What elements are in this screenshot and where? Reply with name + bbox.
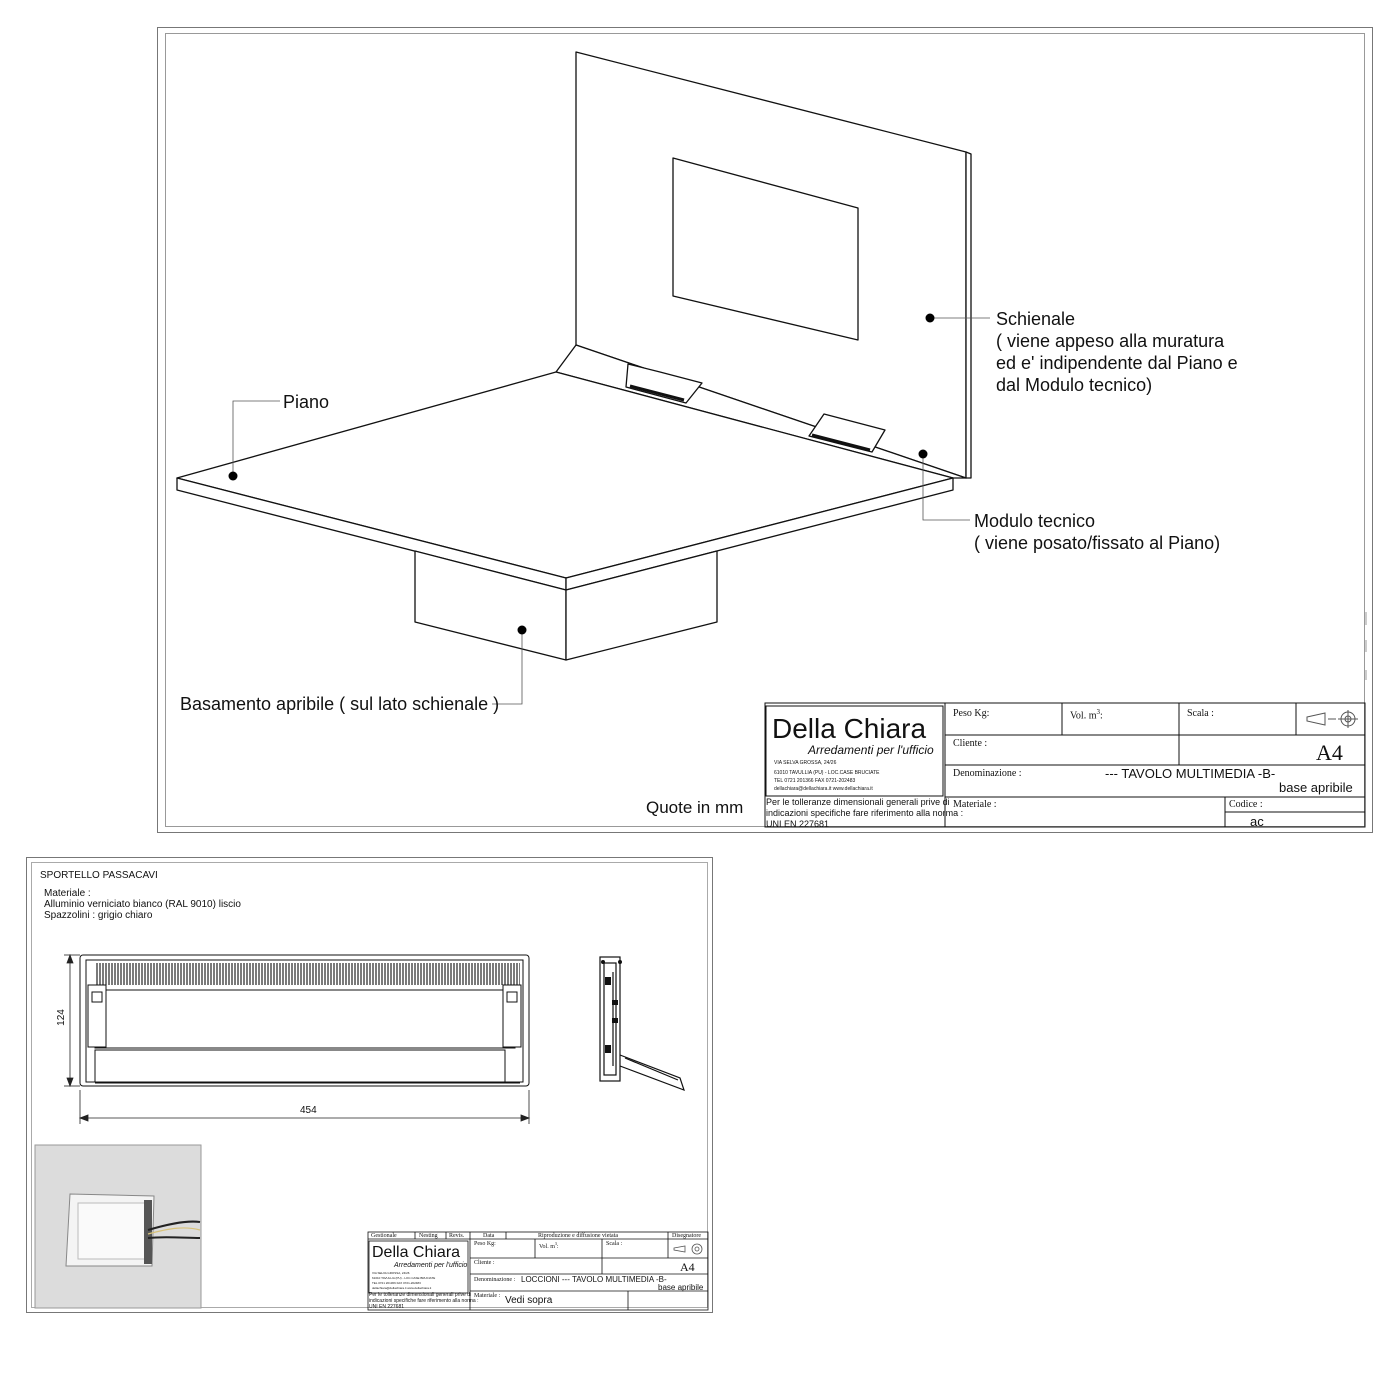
tb-header-nesting: Nesting	[419, 1233, 438, 1239]
cable-hatch-2	[808, 413, 886, 453]
address-line-1: VIA SELVA GROSSA, 24/26	[774, 760, 837, 766]
piano-edge-right	[565, 477, 954, 591]
callout-dot-icon	[228, 471, 238, 481]
projection-symbol-icon	[1306, 710, 1358, 728]
drawing-sheet-1	[157, 27, 1373, 833]
materiale-label: Materiale :	[953, 799, 997, 810]
tb-header-data: Data	[483, 1233, 495, 1239]
screen-cutout	[672, 157, 859, 341]
tb-header-revis: Revis.	[449, 1233, 465, 1239]
units-note: Quote in mm	[646, 798, 744, 817]
open-lid	[619, 1054, 685, 1092]
denominazione-value-small-1: LOCCIONI --- TAVOLO MULTIMEDIA -B-	[521, 1275, 667, 1284]
company-name-small: Della Chiara	[372, 1244, 461, 1261]
materiale-label-small: Materiale :	[474, 1293, 501, 1299]
denominazione-label-small: Denominazione :	[474, 1277, 516, 1283]
vol-label-small: Vol. m3:	[539, 1241, 559, 1250]
codice-label: Codice :	[1229, 799, 1263, 810]
dim-height-label: 124	[55, 1009, 67, 1026]
projection-symbol-icon	[673, 1243, 703, 1255]
sheet2-title: SPORTELLO PASSACAVI	[40, 870, 158, 881]
drawing-sheet-2	[26, 857, 713, 1313]
materiale-heading: Materiale :	[44, 888, 91, 899]
denominazione-value-1: --- TAVOLO MULTIMEDIA -B-	[1105, 766, 1276, 781]
address-line-2: 61010 TAVULLIA (PU) - LOC.CASE BRUCIATE	[774, 770, 880, 776]
tolerance-small-1: Per le tolleranze dimensionali generali …	[369, 1292, 471, 1298]
address-small-3: TEL 0721 201366 FAX 0721-202483	[372, 1281, 421, 1285]
tolerance-line-3: UNI EN 227681	[766, 819, 830, 829]
callout-dot-icon	[918, 449, 928, 459]
scala-label: Scala :	[1187, 708, 1214, 719]
callout-dot-icon	[517, 625, 527, 635]
basamento-side	[565, 550, 718, 661]
address-small-1: VIA SELVA GROSSA, 24/26	[372, 1271, 410, 1275]
materiale-line-2: Spazzolini : grigio chiaro	[44, 910, 153, 921]
tolerance-small-3: UNI EN 227681	[369, 1304, 405, 1310]
grommet-lid	[94, 989, 516, 1049]
company-tagline-small: Arredamenti per l'ufficio	[394, 1262, 468, 1269]
materiale-value-small: Vedi sopra	[505, 1295, 553, 1306]
company-tagline: Arredamenti per l'ufficio	[808, 743, 934, 757]
address-small-4: dellachiara@dellachiara.it www.dellachia…	[372, 1286, 432, 1290]
peso-label-small: Peso Kg:	[474, 1241, 496, 1247]
scala-label-small: Scala :	[606, 1241, 623, 1247]
codice-value: ac	[1250, 814, 1264, 829]
denominazione-value-2: base apribile	[1279, 780, 1353, 795]
cliente-label-small: Cliente :	[474, 1260, 495, 1266]
drawing-sheet-2-frame	[31, 862, 708, 1308]
callout-schienale-line3: dal Modulo tecnico)	[996, 375, 1153, 395]
grommet-frame	[79, 954, 530, 1087]
brush-strip	[95, 963, 520, 985]
callout-modulo-title: Modulo tecnico	[974, 511, 1096, 531]
tolerance-small-2: indicazioni specifiche fare riferimento …	[369, 1298, 479, 1304]
cliente-label: Cliente :	[953, 738, 988, 749]
callout-dot-icon	[925, 313, 935, 323]
company-name: Della Chiara	[772, 713, 927, 744]
callout-modulo-line1: ( viene posato/fissato al Piano)	[974, 533, 1221, 553]
cable-grommet-photo	[34, 1144, 202, 1309]
callout-piano: Piano	[283, 392, 330, 412]
denominazione-value-small-2: base apribile	[658, 1283, 704, 1292]
address-line-4: dellachiara@dellachiara.it www.dellachia…	[774, 786, 873, 792]
grommet-side-view	[599, 956, 621, 1082]
address-line-3: TEL 0721 201366 FAX 0721-202483	[774, 778, 856, 784]
cable-hatch-1	[625, 363, 703, 404]
callout-schienale-title: Schienale	[996, 309, 1076, 329]
denominazione-label: Denominazione :	[953, 768, 1022, 779]
tb-header-disegnatore: Disegnatore	[672, 1233, 701, 1239]
tb-header-riproduzione: Riproduzione e diffusione vietata	[538, 1233, 619, 1239]
address-small-2: 61010 TAVULLIA (PU) - LOC.CASE BRUCIATE	[372, 1276, 436, 1280]
tolerance-line-1: Per le tolleranze dimensionali generali …	[766, 797, 950, 807]
callout-schienale-line2: ed e' indipendente dal Piano e	[996, 353, 1238, 373]
tb-header-gestionale: Gestionale	[371, 1233, 397, 1239]
vol-label: Vol. m3:	[1070, 708, 1103, 722]
dim-width-label: 454	[300, 1105, 317, 1116]
tolerance-line-2: indicazioni specifiche fare riferimento …	[766, 808, 964, 818]
callout-basamento: Basamento apribile ( sul lato schienale …	[180, 694, 500, 714]
peso-label: Peso Kg:	[953, 708, 990, 719]
schienale-side	[965, 151, 972, 479]
format-a4-small: A4	[680, 1260, 695, 1274]
callout-schienale-line1: ( viene appeso alla muratura	[996, 331, 1225, 351]
format-a4: A4	[1316, 740, 1343, 765]
materiale-line-1: Alluminio verniciato bianco (RAL 9010) l…	[44, 899, 241, 910]
